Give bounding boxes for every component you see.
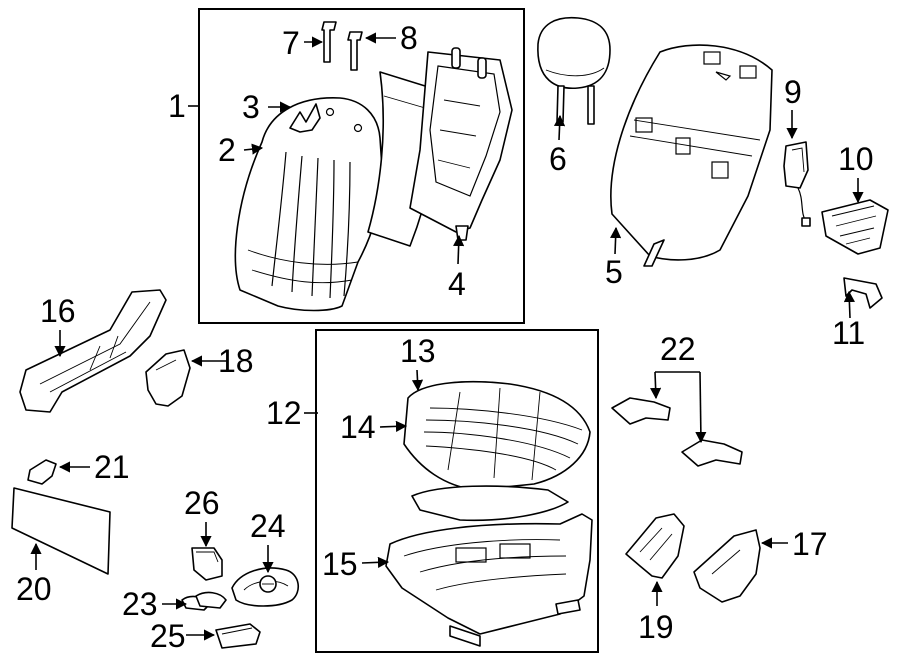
callout-19: 19 (638, 609, 674, 645)
bracket-upper (611, 397, 671, 425)
callout-23: 23 (122, 586, 158, 622)
seat-back-group-box (198, 8, 525, 324)
side-cover (145, 349, 191, 407)
cushion-outer-cover (693, 529, 761, 603)
switch-assembly (231, 567, 299, 607)
seat-cushion-cover (403, 380, 591, 491)
callout-26: 26 (184, 485, 220, 521)
callout-1: 1 (168, 88, 186, 124)
seat-back-cover (234, 97, 383, 312)
callout-20: 20 (16, 571, 52, 607)
seat-cushion-frame (385, 513, 593, 647)
callout-5: 5 (605, 254, 623, 290)
callout-21: 21 (94, 449, 130, 485)
seat-cushion-pad (411, 485, 569, 522)
harness-bracket (783, 141, 811, 227)
callout-14: 14 (340, 409, 376, 445)
callout-11: 11 (832, 315, 865, 351)
callout-17: 17 (792, 526, 828, 562)
callout-18: 18 (218, 343, 254, 379)
lumbar-module (821, 199, 889, 255)
leader-lines (30, 32, 864, 641)
knob-set (181, 591, 227, 611)
headrest (537, 16, 611, 125)
callout-15: 15 (322, 546, 358, 582)
callout-12: 12 (266, 395, 302, 431)
seat-switch (191, 547, 223, 581)
bracket-lower (681, 439, 743, 467)
seat-back-assembly (610, 44, 773, 267)
switch-pad (215, 623, 261, 649)
callout-7: 7 (282, 25, 300, 61)
cushion-side-trim (625, 513, 685, 579)
callout-22: 22 (660, 331, 696, 367)
callout-24: 24 (250, 508, 286, 544)
callout-13: 13 (400, 333, 436, 369)
side-shield (19, 289, 167, 413)
callout-9: 9 (784, 74, 802, 110)
callout-2: 2 (218, 132, 236, 168)
callout-3: 3 (242, 89, 260, 125)
callout-labels: 1 2 3 4 5 6 7 8 9 10 11 12 13 14 15 16 1… (16, 20, 874, 654)
callout-16: 16 (40, 293, 76, 329)
callout-25: 25 (150, 618, 186, 654)
headrest-guide-7 (321, 21, 337, 63)
seat-cushion-group-box (315, 329, 599, 653)
callout-6: 6 (549, 141, 567, 177)
seat-back-frame (409, 47, 513, 241)
trim-panel (11, 487, 111, 575)
cover-clip (27, 459, 57, 485)
callout-4: 4 (448, 266, 466, 302)
callout-8: 8 (400, 20, 418, 56)
headrest-guide-8 (347, 31, 363, 71)
callout-10: 10 (838, 141, 874, 177)
